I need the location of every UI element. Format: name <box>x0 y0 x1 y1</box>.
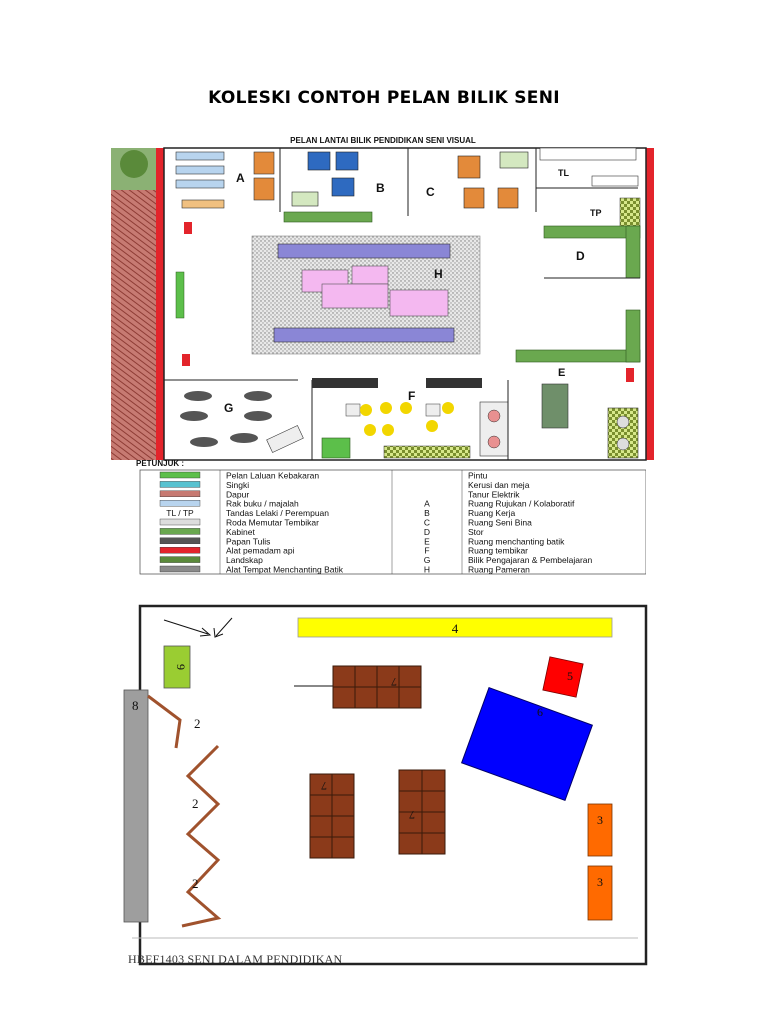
legend-symbol: H <box>424 565 430 575</box>
room-label-g: G <box>224 401 233 415</box>
legend-symbol: A <box>424 499 430 509</box>
legend-swatch <box>159 471 201 479</box>
room-label-f: F <box>408 389 415 403</box>
legend-left-text: Dapur <box>226 489 249 499</box>
legend-symbol: G <box>424 555 431 565</box>
legend-swatch <box>159 528 201 535</box>
label-3a: 3 <box>597 813 603 827</box>
label-7b: 7 <box>321 779 327 793</box>
legend-symbol: C <box>424 518 430 528</box>
brick-walkway <box>111 190 161 460</box>
legend-swatch <box>159 500 201 507</box>
label-4: 4 <box>452 621 459 636</box>
work-table-top <box>332 665 422 709</box>
label-2c: 2 <box>192 876 199 891</box>
zigzag-partitions <box>147 694 222 928</box>
work-table-right <box>398 769 446 855</box>
legend-symbol: D <box>424 527 430 537</box>
label-9: 9 <box>174 664 188 670</box>
page-title: KOLESKI CONTOH PELAN BILIK SENI <box>208 88 560 108</box>
room-label-tp: TP <box>590 208 602 218</box>
orange-cabinet-top <box>587 803 613 857</box>
blue-table <box>460 686 594 802</box>
legend-swatch <box>159 565 201 573</box>
legend-left-text: Alat pemadam api <box>226 546 295 556</box>
orange-cabinet-bottom <box>587 865 613 921</box>
legend-symbol: B <box>424 508 430 518</box>
fire-extinguisher-icon <box>182 354 190 366</box>
room-a: A <box>175 151 275 209</box>
legend-left-text: Alat Tempat Menchanting Batik <box>226 565 344 575</box>
grey-board <box>123 689 149 923</box>
legend-right-text: Ruang tembikar <box>468 546 528 556</box>
footer-text: HBEF1403 SENI DALAM PENDIDIKAN <box>128 952 343 966</box>
yellow-display-bar <box>297 617 613 638</box>
legend-left-text: Tandas Lelaki / Perempuan <box>226 508 329 518</box>
legend-heading: PETUNJUK : <box>136 459 184 468</box>
legend-right-text: Ruang Kerja <box>468 508 516 518</box>
legend-symbol: TL / TP <box>166 508 194 518</box>
green-cabinet <box>163 645 191 689</box>
room-b: B <box>283 151 385 223</box>
legend-swatch <box>159 490 201 497</box>
legend-right-text: Pintu <box>468 471 488 481</box>
room-label-a: A <box>236 171 245 185</box>
room-label-c: C <box>426 185 435 199</box>
toilets: TL TP <box>536 147 641 227</box>
fire-route-marker <box>175 271 185 319</box>
legend-left-text: Rak buku / majalah <box>226 499 299 509</box>
legend-table: PETUNJUK : Pelan Laluan KebakaranSingkiD… <box>136 459 646 575</box>
legend-symbol: F <box>424 546 429 556</box>
label-7a: 7 <box>391 675 397 689</box>
legend-swatch <box>159 546 201 554</box>
red-box <box>542 656 584 698</box>
legend-right-text: Ruang Rujukan / Kolaboratif <box>468 499 575 509</box>
room-label-tl: TL <box>558 168 569 178</box>
room-h: H <box>251 235 481 355</box>
legend-swatch <box>159 537 201 545</box>
legend-left-text: Landskap <box>226 555 263 565</box>
label-2b: 2 <box>192 796 199 811</box>
label-8: 8 <box>132 698 139 713</box>
right-wall <box>646 148 654 460</box>
legend-left-text: Singki <box>226 480 249 490</box>
legend-left-text: Kabinet <box>226 527 255 537</box>
room-label-h: H <box>434 267 443 281</box>
room-g: G <box>164 379 304 453</box>
floor-plan-art-room: PELAN LANTAI BILIK PENDIDIKAN SENI VISUA… <box>111 136 654 461</box>
room-f: F <box>312 378 509 459</box>
legend-left-text: Roda Memutar Tembikar <box>226 518 319 528</box>
entrance-arrows <box>163 617 233 638</box>
label-5: 5 <box>567 669 573 683</box>
legend-right-text: Tanur Elektrik <box>468 489 520 499</box>
room-label-b: B <box>376 181 385 195</box>
legend-right-text: Stor <box>468 527 484 537</box>
label-7c: 7 <box>409 808 415 822</box>
label-6: 6 <box>537 705 543 719</box>
room-label-d: D <box>576 249 585 263</box>
label-3b: 3 <box>597 875 603 889</box>
legend-symbol: E <box>424 536 430 546</box>
legend-swatch <box>159 481 201 488</box>
legend-left-text: Pelan Laluan Kebakaran <box>226 471 319 481</box>
fire-extinguisher-icon <box>184 222 192 234</box>
room-c: C <box>426 151 529 209</box>
legend-right-text: Kerusi dan meja <box>468 480 530 490</box>
room-e: E <box>515 309 641 459</box>
room-d: D <box>543 225 641 279</box>
fire-extinguisher-icon <box>626 368 634 382</box>
legend-left-text: Papan Tulis <box>226 536 270 546</box>
legend-right-text: Bilik Pengajaran & Pembelajaran <box>468 555 593 565</box>
room-label-e: E <box>558 367 565 379</box>
legend-right-text: Ruang Pameran <box>468 565 530 575</box>
floor-plan-layout: 4 9 8 2 2 2 7 7 7 5 6 <box>123 604 648 966</box>
left-wall <box>156 148 164 460</box>
legend-right-text: Ruang Seni Bina <box>468 518 532 528</box>
label-2a: 2 <box>194 716 201 731</box>
legend-swatch <box>159 518 201 526</box>
legend-right-text: Ruang menchanting batik <box>468 536 565 546</box>
legend-swatch <box>159 556 201 563</box>
work-table-left <box>309 773 355 859</box>
plan-heading: PELAN LANTAI BILIK PENDIDIKAN SENI VISUA… <box>290 136 476 145</box>
